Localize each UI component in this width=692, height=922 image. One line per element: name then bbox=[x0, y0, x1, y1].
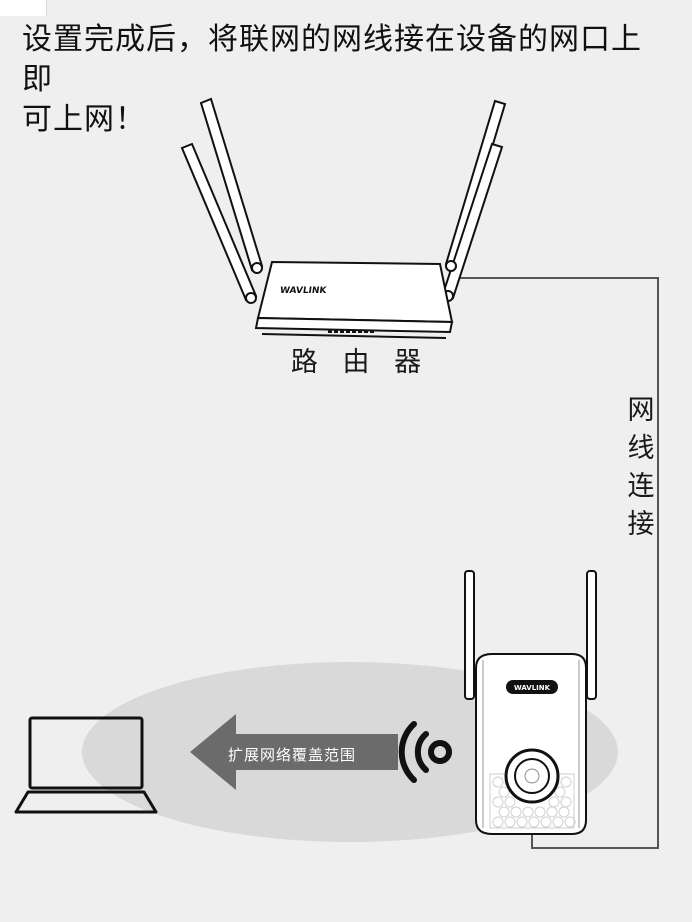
router-icon: WAVLINK bbox=[180, 97, 507, 339]
coverage-arrow bbox=[190, 714, 398, 790]
cable-label: 网 线 连 接 bbox=[624, 392, 658, 544]
router-brand: WAVLINK bbox=[279, 286, 328, 296]
cable-label-char: 接 bbox=[627, 509, 655, 540]
laptop-icon bbox=[14, 716, 158, 814]
instruction-line-1: 设置完成后，将联网的网线接在设备的网口上即 bbox=[22, 22, 642, 97]
cable-label-char: 网 bbox=[627, 395, 655, 426]
extender-device: WAVLINK bbox=[464, 570, 597, 835]
router-label: 路 由 器 bbox=[290, 347, 430, 378]
extender-brand: WAVLINK bbox=[514, 684, 551, 692]
cable-label-char: 线 bbox=[627, 433, 655, 464]
router-antenna-right-front bbox=[441, 142, 504, 300]
network-cable bbox=[455, 277, 659, 849]
wifi-signal-icon bbox=[398, 721, 452, 783]
instruction-line-2: 可上网！ bbox=[22, 102, 146, 137]
router-antenna-right-back bbox=[444, 99, 507, 270]
instruction-text: 设置完成后，将联网的网线接在设备的网口上即 可上网！ bbox=[22, 20, 662, 140]
extender-antenna-right bbox=[586, 570, 597, 700]
top-tab-strip bbox=[0, 0, 47, 16]
coverage-text: 扩展网络覆盖范围 bbox=[228, 746, 357, 764]
extender-antenna-left bbox=[464, 570, 475, 700]
cable-label-char: 连 bbox=[627, 471, 655, 502]
router-ports bbox=[328, 330, 374, 333]
